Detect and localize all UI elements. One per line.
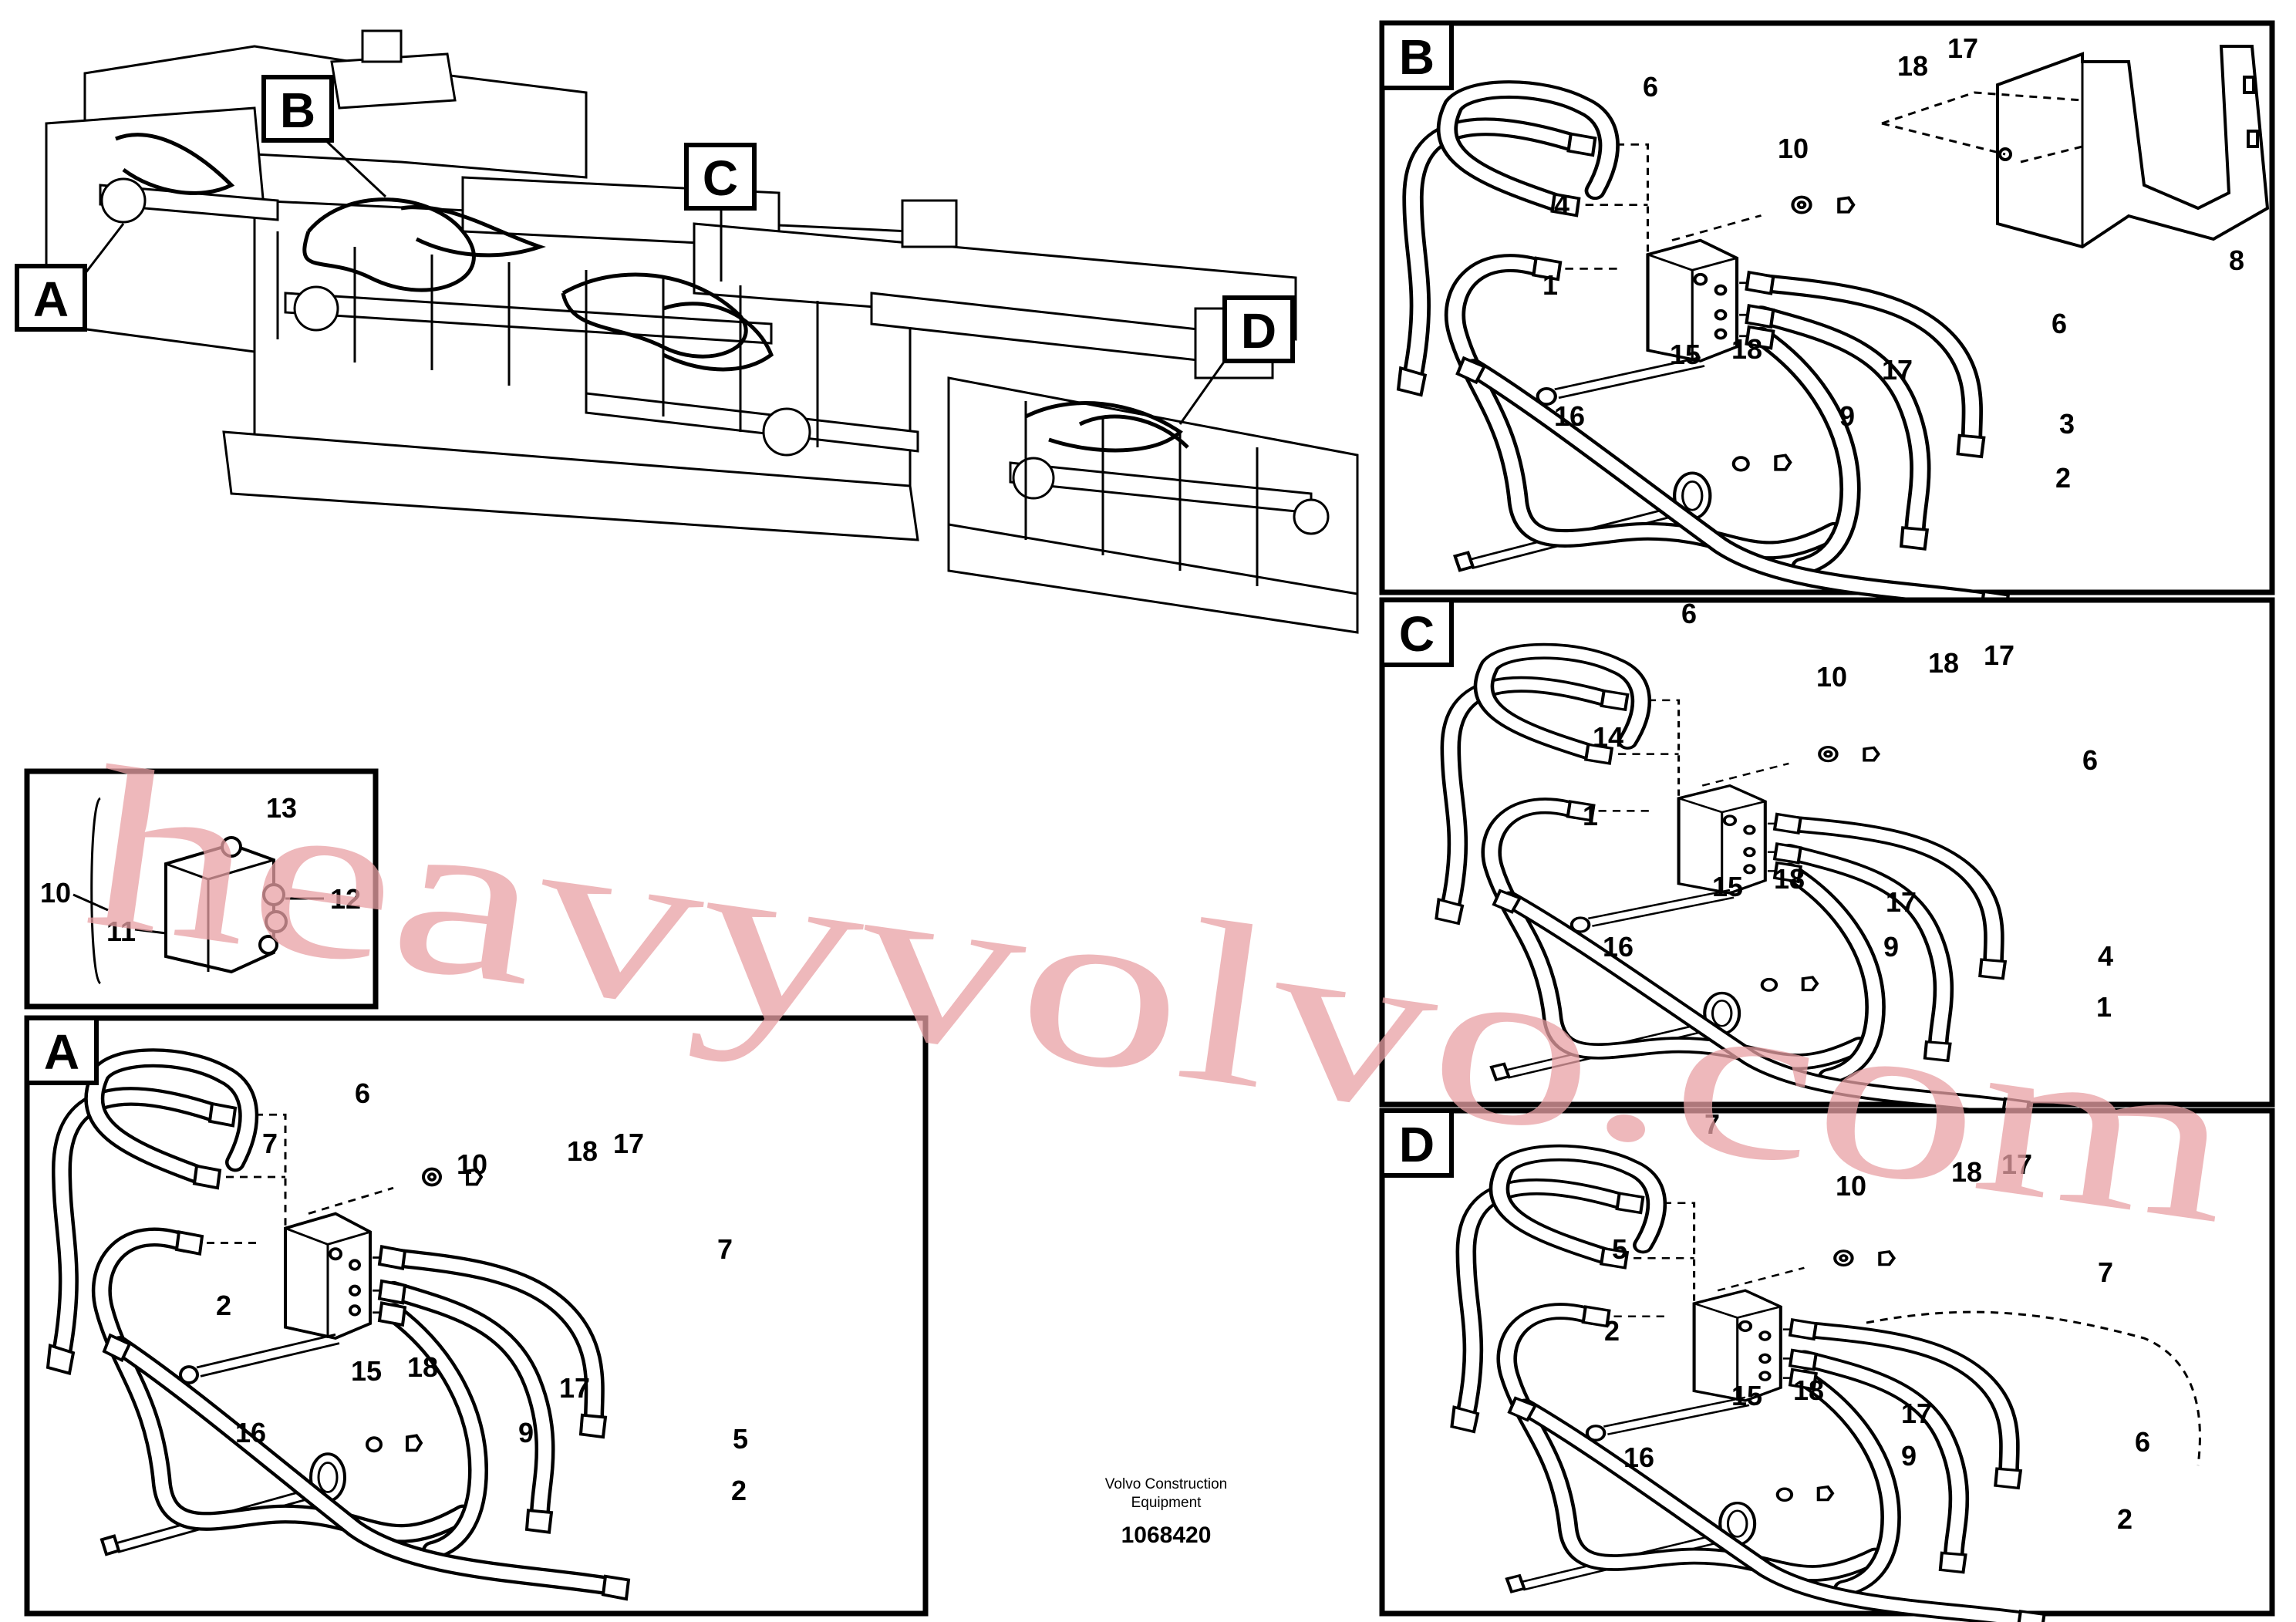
panel-a-label-2b: 2 xyxy=(731,1475,747,1506)
panel-b-tag: B xyxy=(1399,29,1435,85)
callout-b[interactable]: B xyxy=(261,75,387,198)
callout-c-label: C xyxy=(703,150,738,206)
callout-b-label: B xyxy=(280,83,315,138)
panel-c-label-1: 1 xyxy=(1583,800,1598,831)
bracket-part-8 xyxy=(1996,45,2270,249)
panel-a-label-2: 2 xyxy=(216,1290,231,1321)
panel-d-label-5: 5 xyxy=(1612,1233,1627,1265)
inset-label-12: 12 xyxy=(330,883,361,915)
panel-a-label-6: 6 xyxy=(355,1077,370,1109)
callout-a-label: A xyxy=(33,271,69,327)
panel-b-label-17b: 17 xyxy=(1882,354,1913,386)
panel-b-label-1: 1 xyxy=(1542,269,1558,301)
panel-b-label-6: 6 xyxy=(1643,71,1658,103)
panel-a-label-15: 15 xyxy=(351,1355,382,1387)
drawing-number: 1068420 xyxy=(1121,1523,1212,1548)
panel-c-label-18: 18 xyxy=(1928,647,1959,679)
panel-b-label-17: 17 xyxy=(1947,32,1978,64)
panel-a-label-16: 16 xyxy=(235,1417,266,1448)
panel-b-label-8: 8 xyxy=(2229,244,2244,276)
panel-a-label-9: 9 xyxy=(518,1417,534,1448)
panel-d-label-2b: 2 xyxy=(2117,1503,2132,1535)
callout-d-label: D xyxy=(1241,303,1276,359)
panel-d-label-7b: 7 xyxy=(2098,1256,2113,1288)
panel-d-label-16: 16 xyxy=(1623,1442,1654,1473)
panel-d-label-2: 2 xyxy=(1604,1315,1620,1347)
panel-c-label-4: 4 xyxy=(2098,940,2113,972)
panel-c-label-10: 10 xyxy=(1816,661,1847,693)
panel-b-label-9: 9 xyxy=(1839,400,1855,432)
detail-panel-a: A 6 7 10 18 17 7 2 15 18 17 16 9 5 2 xyxy=(24,1015,929,1617)
panel-b-label-3: 3 xyxy=(2059,408,2075,440)
panel-d-label-10: 10 xyxy=(1836,1170,1866,1202)
panel-c-label-1b: 1 xyxy=(2096,991,2112,1023)
credit-line-2: Equipment xyxy=(1131,1495,1202,1511)
panel-c-label-6b: 6 xyxy=(2082,744,2098,776)
detail-panel-c: C 6 10 18 17 14 6 1 15 18 17 16 9 4 1 xyxy=(1379,597,2275,1118)
panel-a-label-17: 17 xyxy=(613,1128,644,1159)
callout-a[interactable]: A xyxy=(15,223,125,332)
panel-a-label-18: 18 xyxy=(567,1135,598,1167)
panel-a-label-10: 10 xyxy=(457,1148,487,1180)
detail-panel-b: B 6 18 17 10 4 8 1 6 15 18 17 16 9 3 2 xyxy=(1379,20,2275,614)
panel-a-tag: A xyxy=(44,1024,79,1080)
panel-b-label-2: 2 xyxy=(2055,462,2071,494)
detail-panel-d: D 7 10 18 17 5 7 2 15 18 17 16 9 6 2 xyxy=(1379,1108,2275,1622)
panel-a-label-18b: 18 xyxy=(407,1351,438,1383)
inset-label-10: 10 xyxy=(40,877,71,909)
panel-d-label-6: 6 xyxy=(2135,1426,2150,1458)
panel-a-label-7: 7 xyxy=(262,1128,278,1159)
inset-label-13: 13 xyxy=(266,792,297,824)
callout-c[interactable]: C xyxy=(684,143,757,282)
panel-c-label-16: 16 xyxy=(1603,931,1633,963)
panel-c-label-18b: 18 xyxy=(1774,863,1805,895)
panel-c-tag: C xyxy=(1399,606,1435,662)
panel-c-label-15: 15 xyxy=(1712,871,1743,902)
panel-a-label-5: 5 xyxy=(733,1423,748,1455)
panel-c-label-6: 6 xyxy=(1681,598,1697,629)
panel-d-label-18: 18 xyxy=(1951,1156,1982,1188)
panel-b-label-10: 10 xyxy=(1778,133,1809,164)
panel-b-label-15: 15 xyxy=(1670,339,1701,370)
panel-b-label-16: 16 xyxy=(1554,400,1585,432)
valve-block-detail-inset: 13 10 11 12 xyxy=(24,768,379,1010)
panel-b-label-6b: 6 xyxy=(2052,308,2067,339)
panel-c-label-14: 14 xyxy=(1593,721,1623,753)
panel-c-label-17b: 17 xyxy=(1886,886,1917,918)
panel-b-label-18: 18 xyxy=(1897,50,1928,82)
panel-d-label-9: 9 xyxy=(1901,1440,1917,1472)
panel-d-tag: D xyxy=(1399,1117,1435,1172)
panel-d-label-17b: 17 xyxy=(1901,1398,1932,1429)
drawing-credit: Volvo Construction Equipment 1068420 xyxy=(1105,1476,1227,1548)
panel-a-label-7b: 7 xyxy=(717,1233,733,1265)
panel-d-label-17: 17 xyxy=(2001,1148,2032,1180)
panel-d-label-15: 15 xyxy=(1731,1380,1762,1411)
panel-a-label-17b: 17 xyxy=(559,1372,590,1404)
panel-c-label-9: 9 xyxy=(1883,931,1899,963)
credit-line-1: Volvo Construction xyxy=(1105,1476,1227,1492)
callout-d[interactable]: D xyxy=(1178,295,1295,425)
inset-label-11: 11 xyxy=(106,916,136,947)
panel-b-label-18b: 18 xyxy=(1731,333,1762,365)
machine-overview-illustration xyxy=(45,29,1359,634)
panel-d-label-7: 7 xyxy=(1704,1108,1720,1140)
panel-d-label-18b: 18 xyxy=(1793,1374,1824,1406)
panel-b-label-4: 4 xyxy=(1554,189,1569,221)
panel-c-label-17: 17 xyxy=(1984,639,2014,671)
